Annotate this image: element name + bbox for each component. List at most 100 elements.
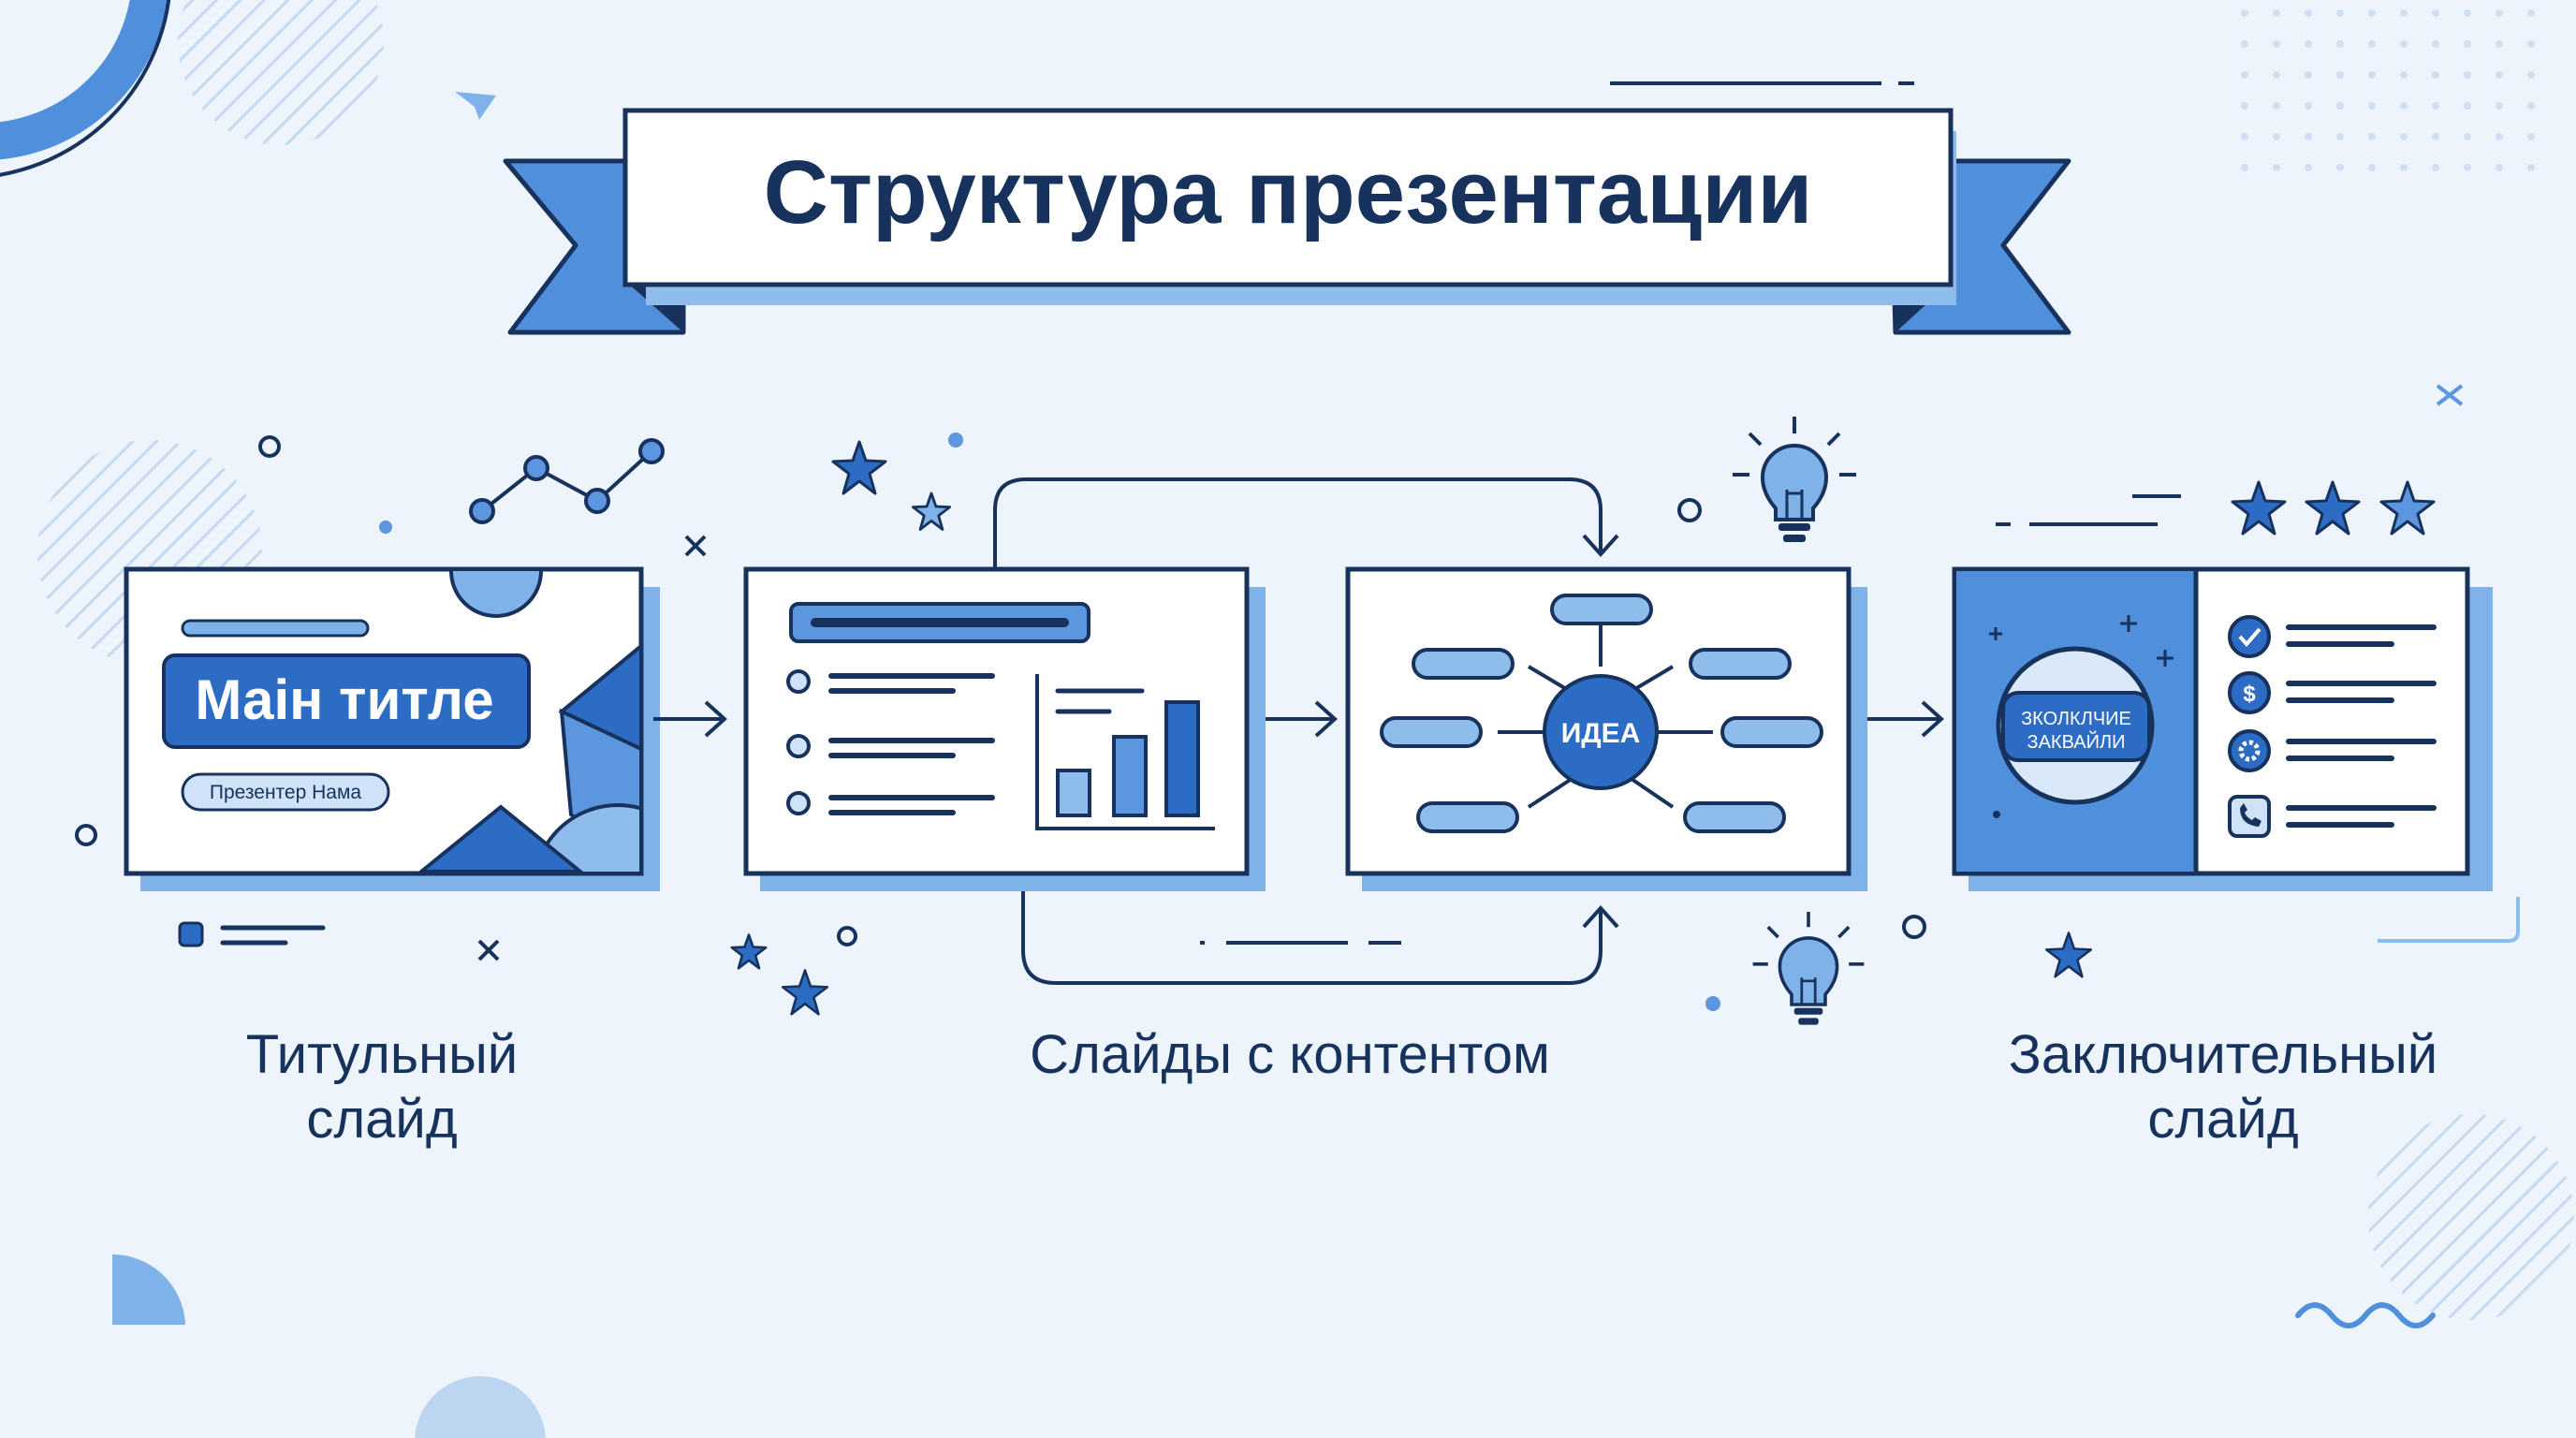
stage1-decorations [75, 435, 707, 961]
grid-dot [2368, 133, 2376, 140]
bullet-list [786, 669, 995, 815]
bullet-dot [786, 669, 811, 694]
grid-dot [2432, 164, 2439, 171]
grid-dot [2496, 9, 2503, 17]
grid-dot [2368, 40, 2376, 48]
page-title: Структура презентации [764, 142, 1813, 242]
grid-dot [2527, 102, 2535, 110]
star-icon [2044, 932, 2093, 978]
grid-dot [2464, 102, 2471, 110]
star-icon [912, 492, 951, 531]
content-slide-card [743, 566, 1266, 891]
grid-dot [2336, 71, 2344, 79]
grid-dot [2527, 164, 2535, 171]
grid-dot [2336, 9, 2344, 17]
sparkle-icon [455, 92, 496, 120]
grid-dot [2241, 133, 2248, 140]
grid-dot [2400, 133, 2408, 140]
star-icon [2231, 480, 2287, 536]
stage-2-label: Слайды с контентом [1030, 1024, 1550, 1085]
dollar-icon: $ [2228, 671, 2271, 714]
grid-dot [2305, 102, 2312, 110]
sparkle-icon [2436, 384, 2464, 406]
phone-icon [2228, 795, 2271, 838]
lightbulb-icon [1733, 417, 1856, 542]
flow-arrows [653, 477, 1944, 985]
grid-dot [2496, 133, 2503, 140]
grid-dot [2432, 40, 2439, 48]
grid-dot [2400, 164, 2408, 171]
bullet-dot [786, 791, 811, 815]
stage-3-label-line1: Заключительный [2009, 1024, 2437, 1085]
star-icon [781, 969, 829, 1016]
grid-dot [2432, 102, 2439, 110]
grid-dot [2241, 9, 2248, 17]
grid-dot [2368, 102, 2376, 110]
stage-1-label-line2: слайд [306, 1089, 457, 1150]
grid-dot [2241, 71, 2248, 79]
grid-dot [2400, 40, 2408, 48]
closing-bubble-line2: ЗАКВАЙЛИ [2027, 730, 2126, 753]
mini-bar-chart [1035, 674, 1215, 830]
grid-dot [2496, 71, 2503, 79]
grid-dot [2432, 9, 2439, 17]
grid-dot [2432, 71, 2439, 79]
grid-dot [2273, 71, 2280, 79]
grid-dot [2527, 71, 2535, 79]
grid-dot [2241, 164, 2248, 171]
grid-dot [2336, 40, 2344, 48]
closing-bubble [2001, 691, 2151, 762]
closing-bubble-line1: ЗКОЛКЛЧИЕ [2021, 709, 2131, 729]
grid-dot [2464, 133, 2471, 140]
banner-plate [622, 108, 1954, 287]
title-banner: Структура презентации [503, 108, 2071, 335]
half-circle-bottom [415, 1376, 546, 1438]
title-slide-card: Маін титле Презентер Нама [124, 566, 660, 891]
grid-dot [2464, 40, 2471, 48]
loop-arrow-bottom [1021, 873, 1603, 985]
grid-dot [2368, 164, 2376, 171]
hatched-circle-top-left [178, 0, 384, 145]
line-chart-decoration [480, 449, 653, 513]
grid-dot [2464, 71, 2471, 79]
presenter-pill [181, 772, 390, 812]
stage-3-label-line2: слайд [2147, 1089, 2298, 1150]
star-icon [730, 933, 768, 970]
grid-dot [2305, 133, 2312, 140]
grid-dot [2305, 71, 2312, 79]
loop-arrow-top [993, 477, 1603, 569]
grid-dot [2527, 9, 2535, 17]
idea-center [1543, 674, 1659, 790]
svg-text:$: $ [2243, 682, 2256, 707]
presenter-name: Презентер Нама [210, 782, 362, 803]
sparkle-icon [477, 939, 500, 961]
stage-1-label-line1: Титульный [246, 1024, 518, 1085]
idea-slide-card: ИДЕА [1345, 566, 1867, 891]
grid-dot [2336, 133, 2344, 140]
grid-dot [2496, 164, 2503, 171]
grid-dot [2432, 133, 2439, 140]
grid-dot [2273, 133, 2280, 140]
stage-labels: Титульный слайд Слайды с контентом Заклю… [246, 1024, 2437, 1150]
mind-map [1380, 594, 1823, 833]
arrow-right-icon [1262, 700, 1338, 738]
stage3-decorations [1996, 480, 2520, 978]
grid-dot [2273, 9, 2280, 17]
lightbulb-icon [1752, 911, 1865, 1025]
grid-dot [2464, 9, 2471, 17]
grid-dot [2464, 164, 2471, 171]
grid-dot [2305, 9, 2312, 17]
star-icon [831, 440, 887, 495]
quarter-circle-bottom-left [112, 1255, 185, 1325]
star-icon [2305, 480, 2361, 536]
grid-dot [2336, 102, 2344, 110]
grid-dot [2400, 102, 2408, 110]
idea-center-label: ИДЕА [1561, 718, 1641, 749]
wave-decoration [2295, 1302, 2436, 1328]
grid-dot [2496, 40, 2503, 48]
grid-dot [2273, 164, 2280, 171]
stage2-decorations [730, 433, 1926, 1016]
closing-slide-card: ЗКОЛКЛЧИЕ ЗАКВАЙЛИ $ [1952, 566, 2493, 891]
